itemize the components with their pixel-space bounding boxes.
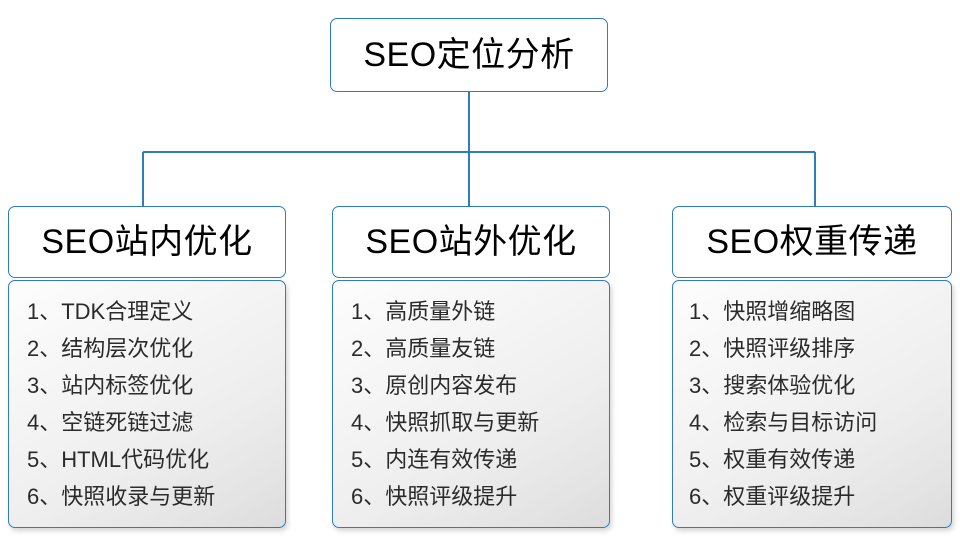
list-item: 3、站内标签优化 <box>27 373 194 398</box>
list-item: 2、快照评级排序 <box>689 336 856 361</box>
branch-header-label-1: SEO站内优化 <box>41 223 253 261</box>
list-item: 2、结构层次优化 <box>27 336 194 361</box>
root-node[interactable]: SEO定位分析 <box>330 18 608 92</box>
list-item: 4、检索与目标访问 <box>689 410 878 435</box>
branch-header-1[interactable]: SEO站内优化 <box>8 206 286 278</box>
list-item: 5、权重有效传递 <box>689 447 856 472</box>
list-item: 5、HTML代码优化 <box>27 447 210 472</box>
list-item: 6、权重评级提升 <box>689 484 856 509</box>
list-item: 4、空链死链过滤 <box>27 410 194 435</box>
list-item: 1、高质量外链 <box>351 299 496 324</box>
list-item: 1、TDK合理定义 <box>27 299 194 324</box>
branch-item-list-1: 1、TDK合理定义 2、结构层次优化 3、站内标签优化 4、空链死链过滤 5、H… <box>9 293 285 515</box>
branch-body-1: 1、TDK合理定义 2、结构层次优化 3、站内标签优化 4、空链死链过滤 5、H… <box>8 280 286 528</box>
branch-header-label-3: SEO权重传递 <box>706 223 918 261</box>
branch-header-2[interactable]: SEO站外优化 <box>332 206 610 278</box>
list-item: 3、搜索体验优化 <box>689 373 856 398</box>
list-item: 5、内连有效传递 <box>351 447 518 472</box>
branch-column-2: SEO站外优化 1、高质量外链 2、高质量友链 3、原创内容发布 4、快照抓取与… <box>332 206 610 528</box>
branch-header-label-2: SEO站外优化 <box>365 223 577 261</box>
branch-header-3[interactable]: SEO权重传递 <box>672 206 952 278</box>
branch-column-1: SEO站内优化 1、TDK合理定义 2、结构层次优化 3、站内标签优化 4、空链… <box>8 206 286 528</box>
list-item: 4、快照抓取与更新 <box>351 410 540 435</box>
list-item: 2、高质量友链 <box>351 336 496 361</box>
list-item: 6、快照评级提升 <box>351 484 518 509</box>
root-node-label: SEO定位分析 <box>363 36 575 74</box>
branch-column-3: SEO权重传递 1、快照增缩略图 2、快照评级排序 3、搜索体验优化 4、检索与… <box>672 206 952 528</box>
list-item: 3、原创内容发布 <box>351 373 518 398</box>
branch-item-list-2: 1、高质量外链 2、高质量友链 3、原创内容发布 4、快照抓取与更新 5、内连有… <box>333 293 609 515</box>
branch-body-3: 1、快照增缩略图 2、快照评级排序 3、搜索体验优化 4、检索与目标访问 5、权… <box>672 280 952 528</box>
list-item: 1、快照增缩略图 <box>689 299 856 324</box>
branch-item-list-3: 1、快照增缩略图 2、快照评级排序 3、搜索体验优化 4、检索与目标访问 5、权… <box>673 293 951 515</box>
branch-body-2: 1、高质量外链 2、高质量友链 3、原创内容发布 4、快照抓取与更新 5、内连有… <box>332 280 610 528</box>
list-item: 6、快照收录与更新 <box>27 484 216 509</box>
